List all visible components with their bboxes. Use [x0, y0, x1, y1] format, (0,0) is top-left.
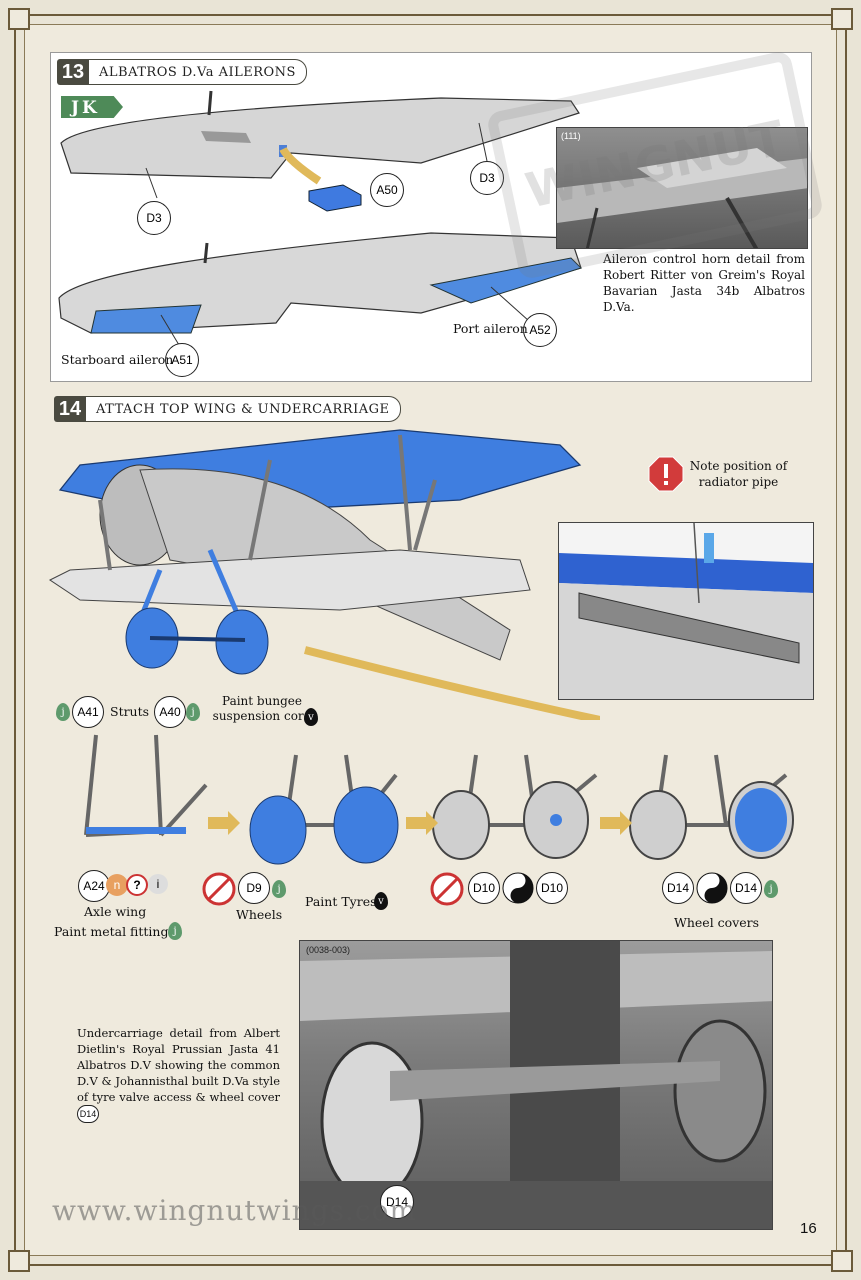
paint-mark-j: j [56, 703, 70, 721]
paint-mark-v: v [304, 708, 318, 726]
paint-mark-n: n [106, 874, 128, 896]
callout-d3-left: D3 [137, 201, 171, 235]
struts-label: Struts [110, 704, 150, 719]
photo-content [300, 941, 772, 1229]
callout-d9: D9 [238, 872, 270, 904]
bungee-label: Paint bungee suspension cord [212, 694, 312, 723]
callout-a40: A40 [154, 696, 186, 728]
variant-tag: JK [61, 96, 123, 118]
callout-d14-left: D14 [662, 872, 694, 904]
paint-mark-i: i [148, 874, 168, 894]
paint-mark-v: v [374, 892, 388, 910]
no-glue-icon [202, 872, 236, 906]
callout-d14-photo: D14 [380, 1185, 414, 1219]
starboard-aileron-label: Starboard aileron [61, 352, 174, 367]
paint-mark-j: j [168, 922, 182, 940]
wheel-covers-label: Wheel covers [674, 915, 760, 930]
radiator-detail-panel [558, 522, 814, 700]
warning-icon [648, 456, 684, 492]
photo-tag: (111) [561, 131, 581, 141]
aileron-reference-photo: (111) [556, 127, 808, 249]
page-number: 16 [800, 1220, 817, 1237]
aircraft-drawing [49, 429, 600, 720]
callout-a24: A24 [78, 870, 110, 902]
callout-a52: A52 [523, 313, 557, 347]
callout-a50: A50 [370, 173, 404, 207]
paint-mark-j: j [186, 703, 200, 721]
cement-once-icon [502, 872, 534, 904]
photo-content [557, 148, 807, 248]
undercarriage-sequence [84, 734, 794, 865]
callout-d10-right: D10 [536, 872, 568, 904]
axle-wing-label: Axle wing [84, 904, 147, 919]
radiator-note: Note position of radiator pipe [689, 459, 788, 489]
callout-a41: A41 [72, 696, 104, 728]
aileron-photo-caption: Aileron control horn detail from Robert … [603, 252, 805, 314]
page-frame [14, 14, 847, 1266]
corner-ornament [8, 8, 30, 30]
cement-once-icon [696, 872, 728, 904]
paint-metal-label: Paint metal fittings [54, 924, 175, 939]
undercarriage-caption-text: Undercarriage detail from Albert Dietlin… [77, 1026, 280, 1104]
paint-mark-question: ? [126, 874, 148, 896]
wheels-label: Wheels [236, 907, 283, 922]
step-13-title: ALBATROS D.Va AILERONS [89, 59, 307, 85]
paint-tyres-label: Paint Tyres [305, 894, 377, 909]
footer-url: www.wingnutwings.com [52, 1194, 417, 1227]
callout-a51: A51 [165, 343, 199, 377]
step-14-header: 14 ATTACH TOP WING & UNDERCARRIAGE [54, 396, 401, 422]
corner-ornament [8, 1250, 30, 1272]
corner-ornament [831, 1250, 853, 1272]
radiator-detail-drawing [559, 523, 813, 699]
step-13-header: 13 ALBATROS D.Va AILERONS [57, 59, 307, 85]
callout-d3-right: D3 [470, 161, 504, 195]
callout-d14-right: D14 [730, 872, 762, 904]
corner-ornament [831, 8, 853, 30]
caption-ref-d14: D14 [77, 1105, 99, 1123]
step-14-number: 14 [54, 396, 86, 422]
step-13-panel: 13 ALBATROS D.Va AILERONS JK D3 D3 A50 A… [50, 52, 812, 382]
paint-mark-j: j [764, 880, 778, 898]
step-14-title: ATTACH TOP WING & UNDERCARRIAGE [86, 396, 401, 422]
step-13-number: 13 [57, 59, 89, 85]
undercarriage-photo: (0038-003) D14 [299, 940, 773, 1230]
paint-mark-j: j [272, 880, 286, 898]
photo-tag: (0038-003) [306, 945, 351, 955]
undercarriage-photo-caption: Undercarriage detail from Albert Dietlin… [77, 1025, 280, 1123]
callout-d10-left: D10 [468, 872, 500, 904]
port-aileron-label: Port aileron [453, 321, 528, 336]
no-glue-icon [430, 872, 464, 906]
wing-drawings [58, 90, 582, 346]
